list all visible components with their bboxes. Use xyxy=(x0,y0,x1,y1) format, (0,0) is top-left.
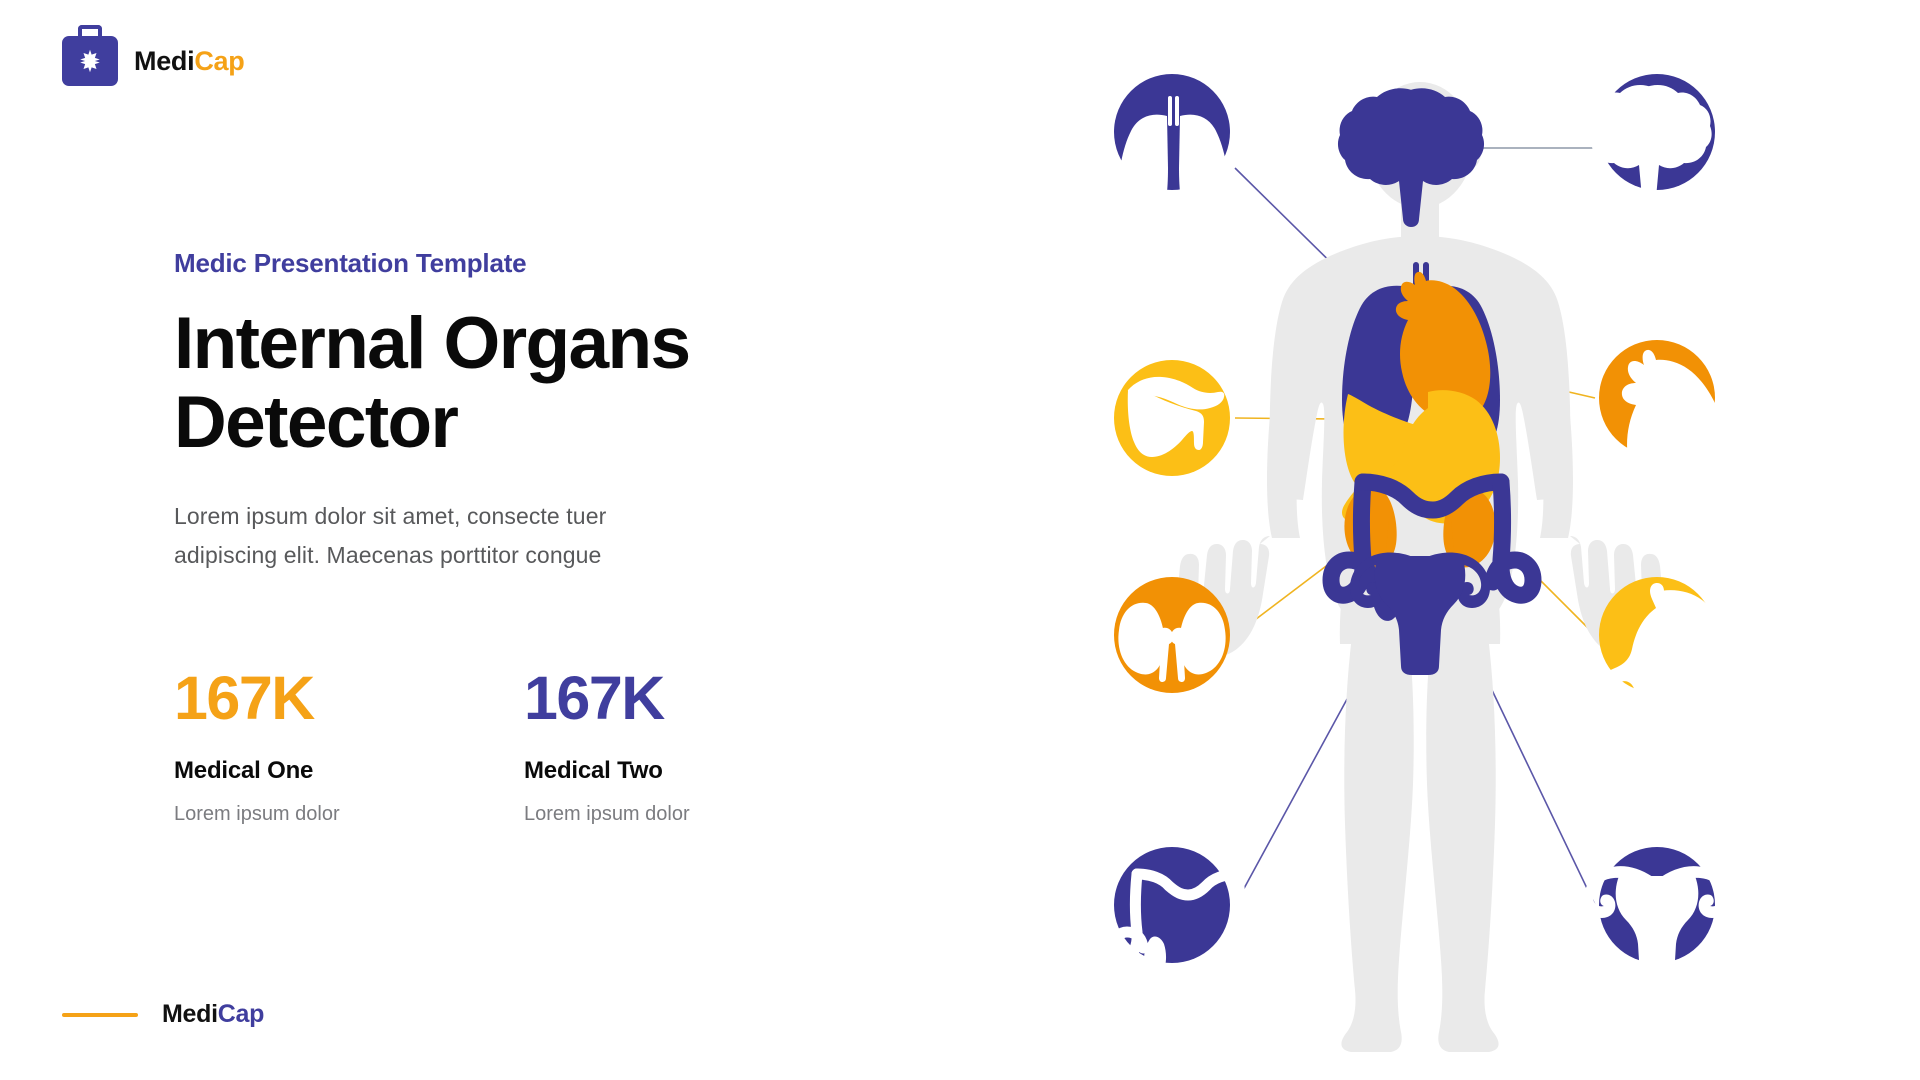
footer-brand-name: MediCap xyxy=(162,1000,264,1029)
stat-caption: Lorem ipsum dolor xyxy=(174,803,340,825)
footer-brand-part1: Medi xyxy=(162,1000,218,1028)
stat-card-medical-two: 167K Medical Two Lorem ipsum dolor xyxy=(524,668,879,826)
stats-row: 167K Medical One Lorem ipsum dolor 167K … xyxy=(174,668,879,826)
page-title: Internal Organs Detector xyxy=(174,303,834,463)
briefcase-handle xyxy=(78,25,102,38)
human-body-organ-diagram xyxy=(1020,0,1920,1080)
node-intestine[interactable] xyxy=(1108,847,1267,976)
node-heart[interactable] xyxy=(1599,340,1731,523)
stat-label: Medical Two xyxy=(524,757,663,784)
node-brain[interactable] xyxy=(1586,74,1715,205)
brain-in-body xyxy=(1337,88,1485,227)
uterus-in-body xyxy=(1350,552,1490,675)
brand-logo[interactable]: MediCap xyxy=(62,25,245,86)
brand-name-part1: Medi xyxy=(134,45,195,76)
stat-label: Medical One xyxy=(174,757,314,784)
kidneys-icon xyxy=(1118,602,1226,682)
page-title-line1: Internal Organs xyxy=(174,303,691,384)
stat-value: 167K xyxy=(524,664,665,732)
lungs-icon xyxy=(1118,96,1229,235)
footer-brand: MediCap xyxy=(62,1000,264,1029)
description-line2: adipiscing elit. Maecenas porttitor cong… xyxy=(174,542,602,569)
node-kidneys[interactable] xyxy=(1114,577,1230,693)
medical-briefcase-icon xyxy=(62,25,118,86)
heart-organ-icon xyxy=(1621,349,1731,523)
stat-card-medical-one: 167K Medical One Lorem ipsum dolor xyxy=(174,668,529,826)
node-uterus[interactable] xyxy=(1584,847,1730,985)
liver-icon xyxy=(1127,376,1225,457)
uterus-icon xyxy=(1584,866,1730,985)
footer-rule xyxy=(62,1012,138,1017)
description-paragraph: Lorem ipsum dolor sit amet, consecte tue… xyxy=(174,497,774,576)
node-liver[interactable] xyxy=(1114,360,1230,476)
node-stomach[interactable] xyxy=(1574,577,1725,719)
description-line1: Lorem ipsum dolor sit amet, consecte tue… xyxy=(174,502,607,529)
footer-brand-part2: Cap xyxy=(217,1000,265,1028)
stat-caption: Lorem ipsum dolor xyxy=(524,803,690,825)
section-eyebrow: Medic Presentation Template xyxy=(174,248,527,278)
content-column: Medic Presentation Template Internal Org… xyxy=(174,248,834,576)
brain-icon xyxy=(1586,84,1712,205)
intestine-in-body xyxy=(1322,473,1542,604)
brand-name-part2: Cap xyxy=(194,45,245,76)
page-title-line2: Detector xyxy=(174,381,459,463)
stomach-icon xyxy=(1574,583,1725,719)
node-lungs[interactable] xyxy=(1114,74,1230,235)
stat-value: 167K xyxy=(174,664,315,732)
heart-in-body xyxy=(1395,271,1491,423)
appendix-icon xyxy=(1144,936,1167,976)
large-intestine-icon xyxy=(1108,868,1267,964)
brand-name: MediCap xyxy=(134,45,245,76)
liver-in-body xyxy=(1343,394,1441,494)
